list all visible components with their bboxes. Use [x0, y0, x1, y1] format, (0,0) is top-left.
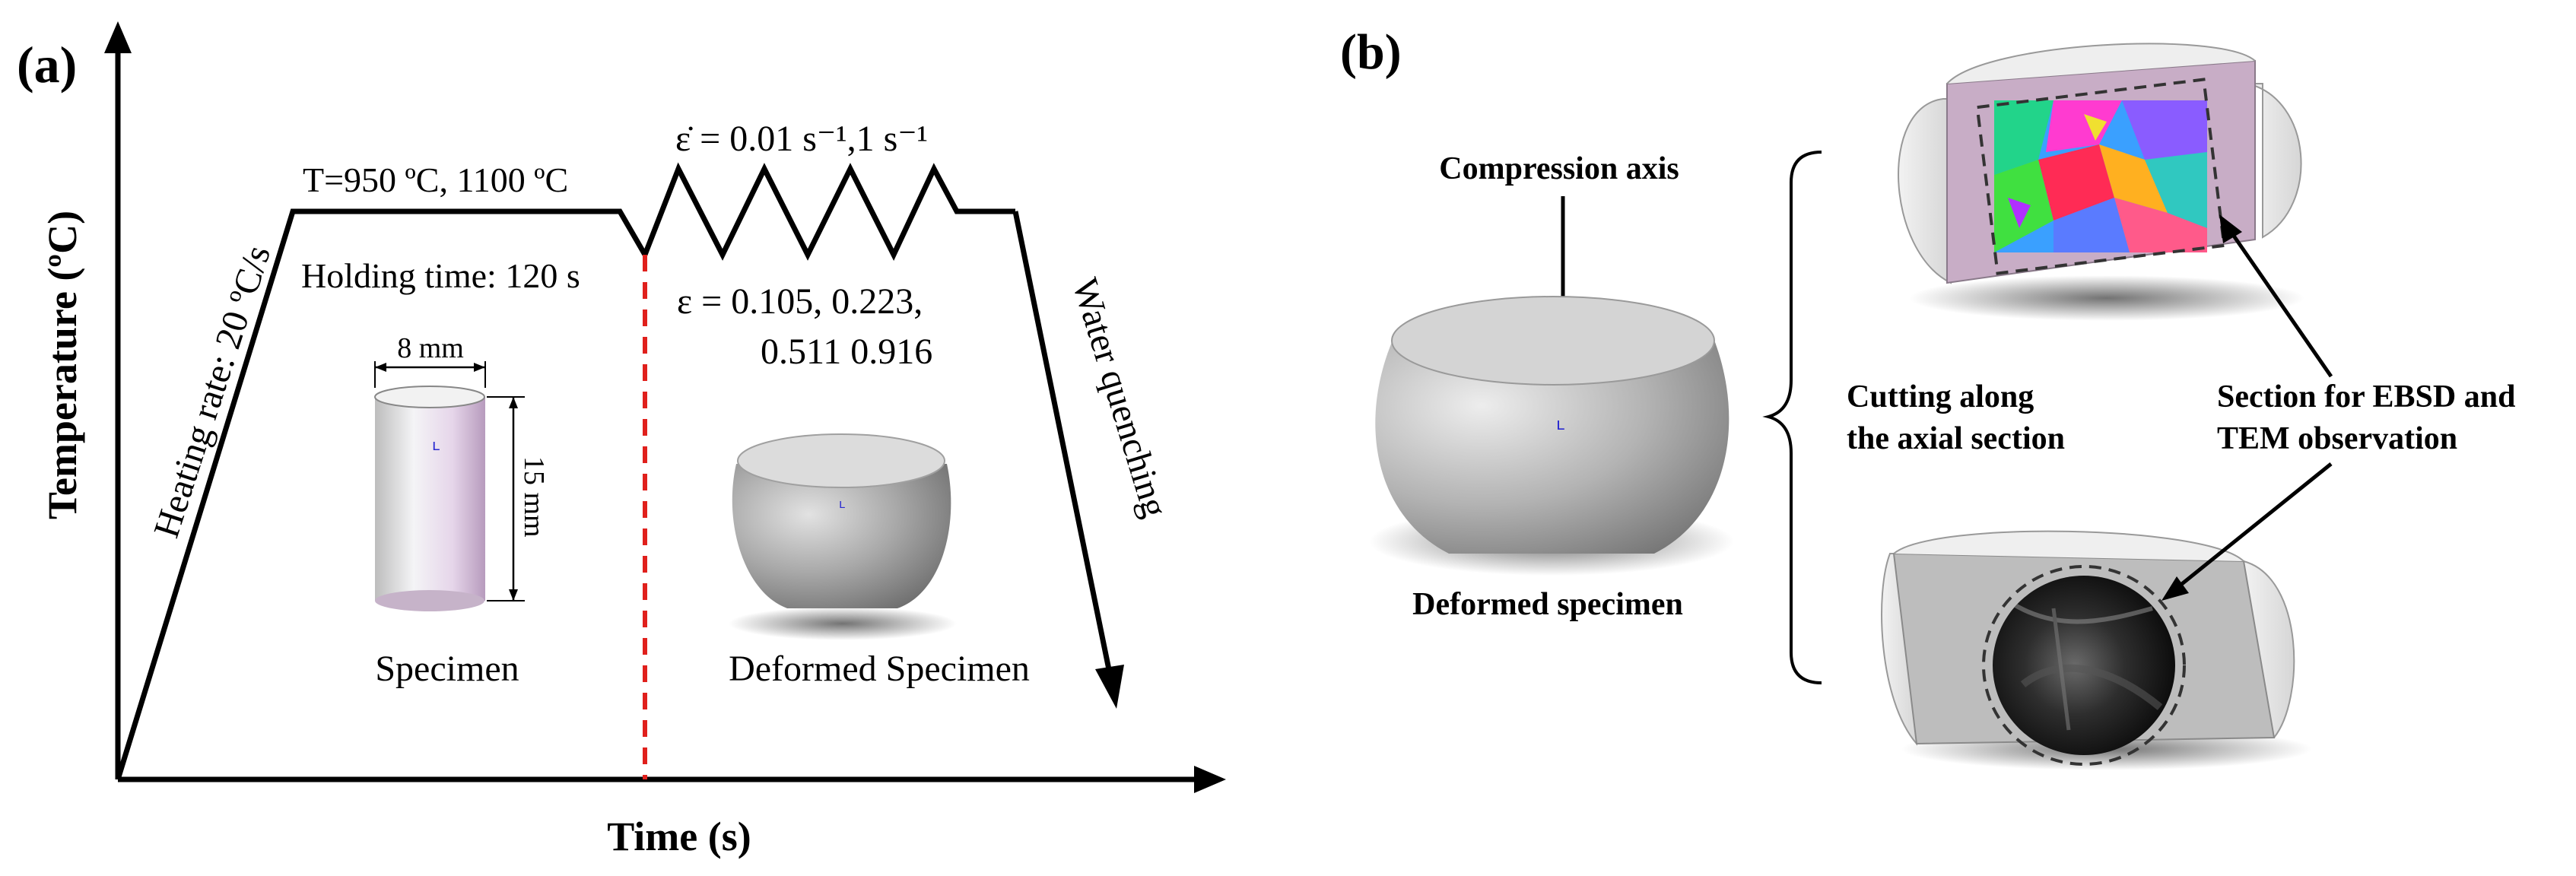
tem-region-outline: [1982, 565, 2186, 766]
strain-label-line1: ε = 0.105, 0.223,: [677, 281, 923, 322]
ebsd-pointer-arrow: [2226, 227, 2333, 378]
panel-a-label: (a): [17, 36, 77, 94]
svg-text:ʟ: ʟ: [1556, 415, 1564, 434]
thermal-profile-line: [115, 162, 1015, 781]
specimen-label: Specimen: [375, 649, 519, 689]
strain-rate-label: ε̇ = 0.01 s⁻¹,1 s⁻¹: [675, 119, 928, 159]
panel-b-label: (b): [1340, 24, 1402, 80]
ebsd-half-specimen: [1898, 43, 2304, 321]
heating-rate-label: Heating rate: 20 ºC/s: [146, 240, 278, 542]
curly-brace: [1762, 151, 1822, 684]
water-quenching-label: Water quenching: [1064, 274, 1175, 522]
x-axis-label: Time (s): [607, 814, 751, 859]
tem-image: [1993, 576, 2175, 755]
y-axis-label: Temperature (ºC): [40, 211, 85, 519]
panel-a: (a) Temperature (ºC) Time (s) Heating ra…: [17, 21, 1226, 859]
svg-text:ʟ: ʟ: [432, 436, 440, 454]
specimen-cylinder: ʟ: [374, 386, 485, 611]
deformed-specimen-label: Deformed Specimen: [729, 649, 1030, 689]
x-axis-arrowhead: [1194, 766, 1226, 793]
cutting-label-line1: Cutting along: [1847, 379, 2034, 414]
ebsd-map: [1994, 100, 2207, 252]
temperature-label: T=950 ºC, 1100 ºC: [303, 160, 568, 199]
svg-text:ʟ: ʟ: [839, 497, 845, 511]
tem-pointer-arrow: [2174, 462, 2333, 591]
deformed-specimen-small: ʟ: [729, 433, 957, 640]
diameter-label: 8 mm: [397, 332, 464, 364]
holding-time-label: Holding time: 120 s: [301, 256, 580, 295]
tem-half-specimen: [1881, 530, 2312, 770]
deformed-specimen-caption: Deformed specimen: [1412, 587, 1683, 622]
strain-label-line2: 0.511 0.916: [761, 332, 932, 372]
section-label-line1: Section for EBSD and: [2217, 379, 2515, 414]
quench-arrowhead: [1095, 665, 1124, 709]
deformed-specimen-large: ʟ: [1369, 296, 1734, 576]
compression-axis-label: Compression axis: [1439, 151, 1679, 186]
cutting-label-line2: the axial section: [1847, 421, 2065, 456]
y-axis-arrowhead: [104, 21, 132, 53]
panel-b: (b) Compression axis ʟ Deformed specimen…: [1340, 24, 2515, 770]
section-label-line2: TEM observation: [2217, 421, 2457, 456]
quench-line: [1012, 211, 1115, 685]
height-label: 15 mm: [518, 456, 550, 538]
